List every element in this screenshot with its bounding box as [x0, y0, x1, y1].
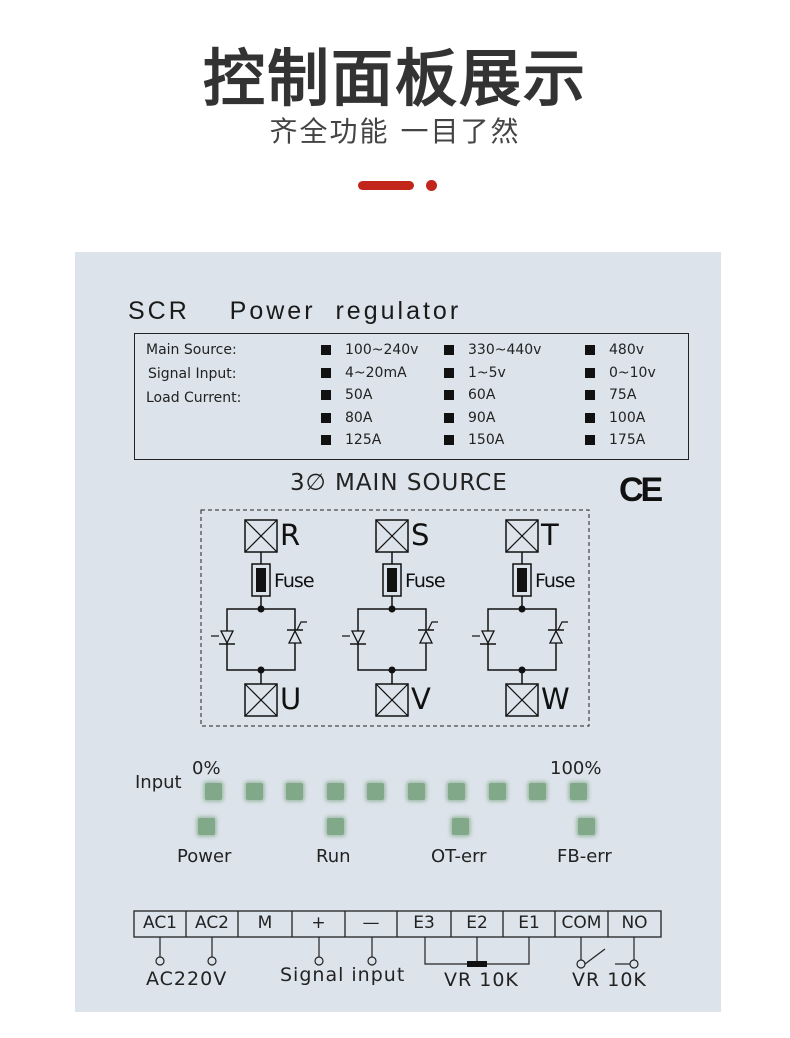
- fb-err-led: [578, 818, 595, 835]
- spec-option: 330~440v: [444, 342, 541, 358]
- spec-option: 1~5v: [444, 365, 506, 381]
- terminal-strip-lines: [133, 910, 662, 969]
- signal-input-caption: Signal input: [280, 964, 406, 986]
- phase-s-circuit: [342, 519, 438, 717]
- power-led: [198, 818, 215, 835]
- input-label: Input: [135, 772, 182, 793]
- spec-option: 125A: [321, 432, 381, 448]
- ot-err-led: [452, 818, 469, 835]
- ce-mark: CE: [619, 471, 663, 509]
- spec-option: 80A: [321, 410, 372, 426]
- accent-bar: [358, 181, 414, 190]
- spec-option: 75A: [585, 387, 636, 403]
- input-led: [205, 783, 222, 800]
- schematic-dashed-border: [200, 509, 590, 727]
- spec-option: 150A: [444, 432, 504, 448]
- input-led: [570, 783, 587, 800]
- header-subtitle: 齐全功能 一目了然: [269, 115, 521, 148]
- spec-option: 100~240v: [321, 342, 418, 358]
- spec-option: 90A: [444, 410, 495, 426]
- phase-r-circuit: [211, 519, 307, 717]
- spec-option: 175A: [585, 432, 645, 448]
- spec-box: Main Source: Signal Input: Load Current:…: [134, 333, 689, 460]
- input-led: [489, 783, 506, 800]
- spec-label-load-current: Load Current:: [146, 390, 242, 406]
- phase-v-label: V: [411, 682, 431, 716]
- terminal-ac2: AC2: [194, 913, 230, 933]
- input-led: [448, 783, 465, 800]
- spec-option: 60A: [444, 387, 495, 403]
- run-led-label: Run: [316, 846, 351, 867]
- fb-err-led-label: FB-err: [557, 846, 612, 867]
- spec-option: 50A: [321, 387, 372, 403]
- run-led: [327, 818, 344, 835]
- main-source-label: 3∅ MAIN SOURCE: [290, 470, 508, 496]
- vr-pot-caption: VR 10K: [444, 969, 519, 991]
- accent-dot: [426, 180, 437, 191]
- terminal-e1: E1: [518, 913, 540, 933]
- terminal-e2: E2: [466, 913, 488, 933]
- terminal-plus: +: [311, 913, 326, 933]
- terminal-m: M: [257, 913, 273, 933]
- terminal-e3: E3: [413, 913, 435, 933]
- terminal-minus: —: [362, 913, 380, 933]
- phase-w-label: W: [541, 682, 570, 716]
- spec-option: 100A: [585, 410, 645, 426]
- ot-err-led-label: OT-err: [431, 846, 487, 867]
- terminal-ac1: AC1: [142, 913, 178, 933]
- ac220v-caption: AC220V: [146, 968, 228, 990]
- phase-r-label: R: [280, 518, 301, 552]
- phase-u-label: U: [280, 682, 302, 716]
- input-led: [529, 783, 546, 800]
- input-led: [327, 783, 344, 800]
- vr-relay-caption: VR 10K: [572, 969, 647, 991]
- phase-t-label: T: [541, 518, 559, 552]
- phase-s-label: S: [411, 518, 430, 552]
- terminal-com: COM: [561, 913, 602, 933]
- three-phase-schematic: [133, 509, 662, 969]
- spec-option: 0~10v: [585, 365, 656, 381]
- input-led: [367, 783, 384, 800]
- spec-label-main-source: Main Source:: [146, 342, 237, 358]
- control-panel: SCR Power regulator Main Source: Signal …: [75, 252, 721, 1012]
- input-led: [408, 783, 425, 800]
- spec-option: 480v: [585, 342, 644, 358]
- power-led-label: Power: [177, 846, 232, 867]
- fuse-label: Fuse: [274, 570, 315, 592]
- input-max-label: 100%: [550, 758, 602, 779]
- phase-t-circuit: [472, 519, 568, 717]
- panel-title: SCR Power regulator: [128, 297, 462, 325]
- terminal-no: NO: [621, 913, 648, 933]
- input-led: [286, 783, 303, 800]
- spec-option: 4~20mA: [321, 365, 407, 381]
- fuse-label: Fuse: [535, 570, 576, 592]
- header-title: 控制面板展示: [202, 42, 587, 115]
- fuse-label: Fuse: [405, 570, 446, 592]
- input-led: [246, 783, 263, 800]
- spec-label-signal-input: Signal Input:: [148, 366, 237, 382]
- input-min-label: 0%: [192, 758, 221, 779]
